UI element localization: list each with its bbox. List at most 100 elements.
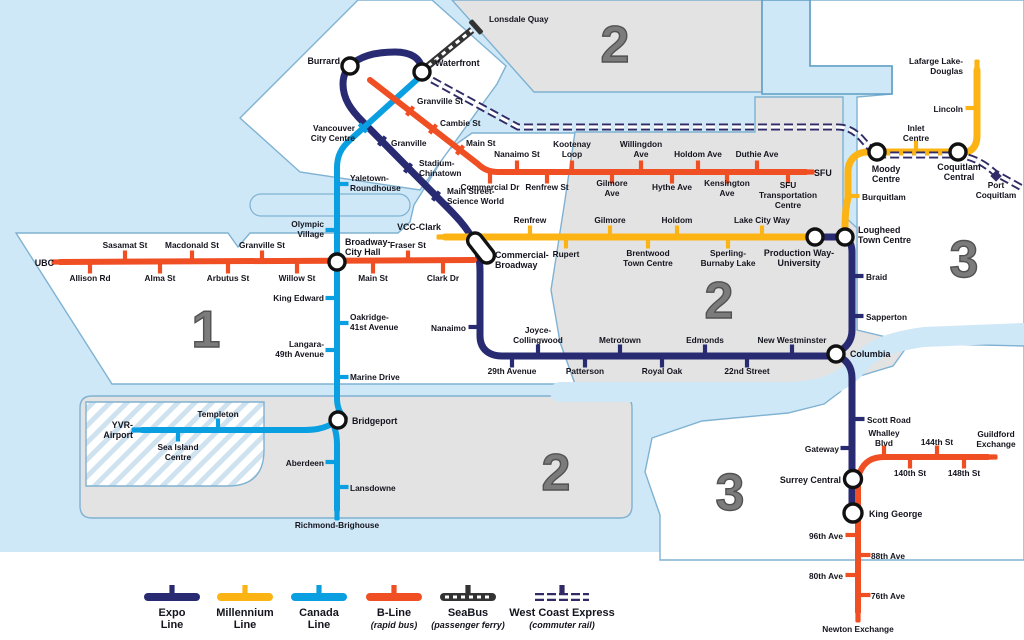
station-tick [913, 140, 919, 152]
station-tick [337, 484, 349, 490]
station-label: Gateway [805, 444, 840, 454]
fare-zone-label: 2 [705, 272, 734, 330]
station-label: Main St [358, 273, 388, 283]
station-tick [881, 445, 887, 457]
station-tick [357, 122, 369, 134]
station-tick [189, 250, 195, 262]
station-label: Edmonds [686, 335, 724, 345]
station-tick [337, 374, 349, 380]
station-tick [376, 135, 388, 147]
station-tick [695, 160, 701, 172]
station-label: Joyce-Collingwood [513, 325, 563, 345]
legend-item-bline: B-Line(rapid bus) [366, 585, 422, 630]
line-path-expo [339, 48, 840, 360]
station-label: 76th Ave [871, 591, 905, 601]
station-tick [789, 344, 795, 356]
station-label: Sperling-Burnaby Lake [701, 248, 756, 268]
station-label: VCC-Clark [397, 222, 441, 232]
legend-label: B-Line [377, 607, 411, 619]
station-label: Metrotown [599, 335, 641, 345]
line-path-canada [331, 423, 340, 513]
fare-zone-label: 3 [950, 231, 979, 289]
station-label: Stadium-Chinatown [419, 158, 461, 178]
station-tick [215, 418, 221, 430]
station-label: Granville [391, 138, 427, 148]
station-label: Allison Rd [69, 273, 110, 283]
station-label: Oakridge-41st Avenue [350, 312, 399, 332]
interchange-marker-burrard [340, 56, 360, 76]
station-label: 144th St [921, 437, 954, 447]
station-tick [514, 160, 520, 172]
line-path-bline [57, 257, 477, 265]
station-tick [859, 592, 871, 598]
station-tick [544, 172, 550, 184]
line-seabus [425, 19, 484, 69]
station-label: Production Way-University [764, 248, 834, 268]
interchange-marker-coquitlam-central [948, 142, 968, 162]
terminus-bar [855, 605, 861, 623]
station-tick [859, 552, 871, 558]
legend-sublabel: (commuter rail) [529, 620, 595, 630]
station-label: 148th St [948, 468, 981, 478]
terminus-bar [334, 503, 340, 521]
legend-label: SeaBus [448, 607, 488, 619]
station-tick [845, 532, 857, 538]
station-label: Lincoln [934, 104, 964, 114]
station-tick [645, 237, 651, 249]
station-label: Fraser St [390, 240, 426, 250]
land-downtown [238, 0, 507, 191]
station-label: Granville St [417, 96, 463, 106]
station-label: Commercial Dr [460, 182, 520, 192]
water-fraser-river [550, 323, 1024, 402]
station-tick [725, 237, 731, 249]
line-path-canada [139, 421, 335, 433]
station-label: Lafarge Lake-Douglas [909, 56, 963, 76]
station-label: UBC [35, 258, 55, 268]
interchange-marker-lougheed-town-centre [835, 227, 855, 247]
terminus-bar [797, 169, 815, 175]
station-label: Rupert [553, 249, 580, 259]
station-label: Gilmore [594, 215, 626, 225]
station-tick [122, 250, 128, 262]
station-tick [259, 250, 265, 262]
station-tick [294, 262, 300, 274]
station-label: 29th Avenue [488, 366, 537, 376]
station-tick [853, 416, 865, 422]
station-label: Main Street-Science World [447, 186, 504, 206]
station-label: Main St [466, 138, 496, 148]
interchange-marker-commercial-broadway [465, 231, 497, 265]
interchange-marker-production-way-university [805, 227, 825, 247]
station-tick [754, 160, 760, 172]
terminus-bar [436, 234, 454, 240]
station-tick [845, 572, 857, 578]
station-label: Surrey Central [780, 475, 841, 485]
station-tick [582, 356, 588, 368]
station-label: Commercial-Broadway [495, 250, 549, 270]
fare-zone-label: 1 [192, 301, 221, 359]
station-tick [617, 344, 623, 356]
station-label: 80th Ave [809, 571, 843, 581]
fare-zone-label: 2 [601, 16, 630, 74]
station-label: Templeton [197, 409, 238, 419]
station-label: Renfrew [514, 215, 547, 225]
station-tick [535, 344, 541, 356]
legend-tick [391, 585, 397, 595]
station-label: Macdonald St [165, 240, 219, 250]
legend-item-seabus: SeaBus(passenger ferry) [431, 585, 505, 630]
station-tick [325, 227, 337, 233]
legend-tick [465, 585, 471, 595]
station-tick [440, 262, 446, 274]
station-label: Granville St [239, 240, 285, 250]
station-label: 22nd Street [724, 366, 769, 376]
station-label: SFU [814, 168, 832, 178]
